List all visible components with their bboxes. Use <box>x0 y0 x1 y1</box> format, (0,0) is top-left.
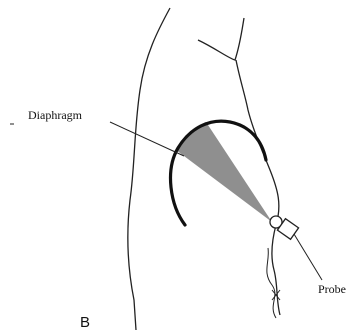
diaphragm-leader-line <box>110 122 184 156</box>
panel-label: B <box>80 314 90 330</box>
probe-label: Probe <box>318 282 346 296</box>
diaphragm-label: Diaphragm <box>28 108 83 122</box>
ultrasound-probe <box>270 216 299 239</box>
skin-cross-marks <box>272 290 280 300</box>
skin-fold-lines <box>267 248 276 318</box>
probe-leader-line <box>294 234 322 280</box>
shoulder-contour <box>198 18 244 60</box>
left-body-contour <box>128 8 170 330</box>
